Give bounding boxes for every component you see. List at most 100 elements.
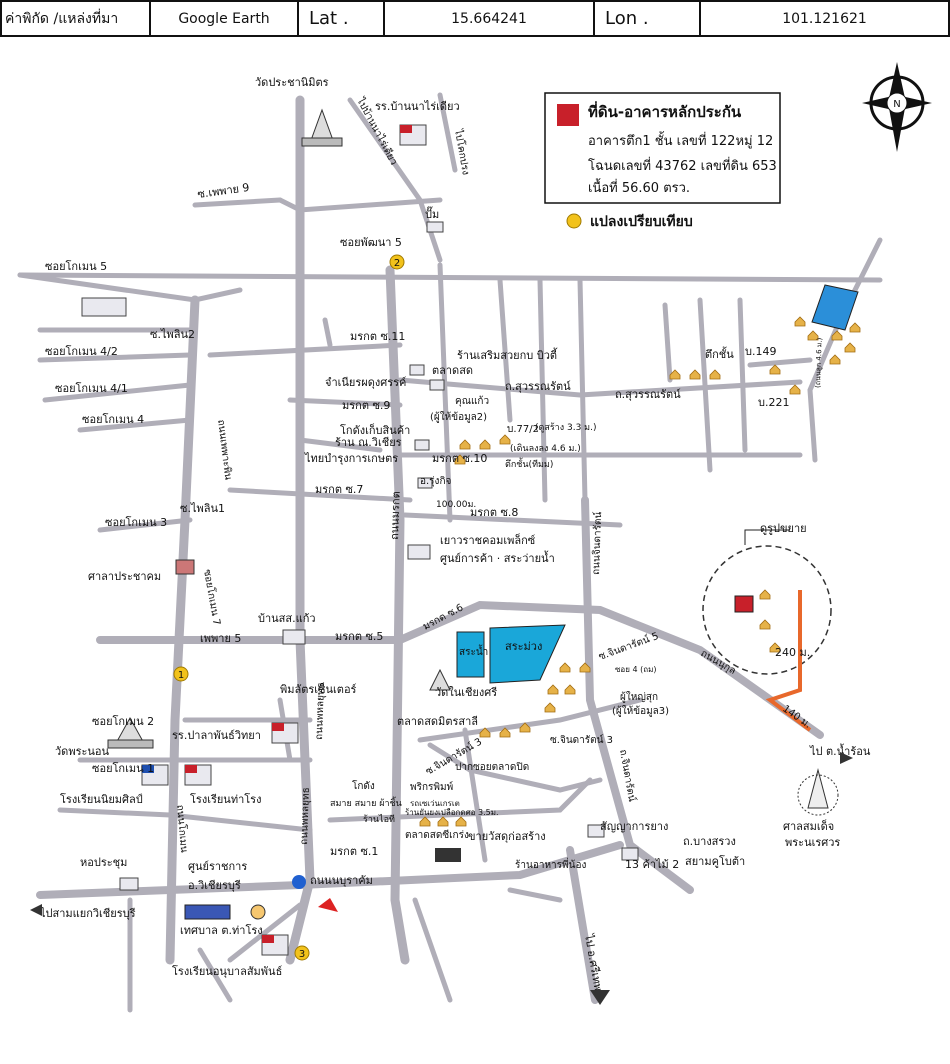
- label-wat-naichiangsri: วัดในเชียงศรี: [435, 686, 497, 699]
- temple-icon-3: [429, 668, 451, 691]
- compass-north-label: N: [893, 99, 900, 110]
- label-morakot9: มรกต ซ.9: [342, 399, 390, 412]
- temple-icon-2: [107, 716, 154, 749]
- label-soi-kokmen7: ซอยโกเมน 7: [201, 568, 224, 626]
- arrow-east-icon: [840, 752, 853, 764]
- label-info2: (ผู้ให้ข้อมูล2): [430, 411, 487, 423]
- house-icon: [282, 629, 306, 645]
- coord-source-label: ค่าพิกัด /แหล่งที่มา: [0, 0, 151, 37]
- coordinate-header: ค่าพิกัด /แหล่งที่มา Google Earth Lat . …: [0, 0, 950, 37]
- arrow-south-icon: [590, 990, 610, 1005]
- label-phetchaburi-rd2: ถนนพหลยุทธ: [299, 787, 312, 845]
- label-phetphai-rd: ถนนเพพาะพิน: [215, 419, 233, 481]
- label-material: ขายวัสดุก่อสร้าง: [468, 830, 546, 843]
- label-enlarged: ดูรูปขยาย: [760, 522, 807, 535]
- bank-icon: [292, 875, 306, 889]
- label-b772: บ.77/2: [507, 424, 539, 435]
- label-soi-kokmen3: ซอยโกเมน 3: [105, 515, 167, 529]
- pond-2: [489, 624, 566, 684]
- shop-icon: [417, 477, 433, 489]
- building-icon-3: [621, 847, 639, 861]
- comparable-swatch: [566, 213, 582, 229]
- label-khunkaew: คุณแก้ว: [455, 395, 489, 407]
- label-morakot5: มรกต ซ.5: [335, 630, 383, 643]
- subject-property-swatch: [557, 104, 579, 126]
- label-market2: ตลาดสดซีเกร่ง: [405, 829, 469, 841]
- label-nonburakham: ถนนนบุราคัม: [310, 874, 373, 887]
- label-sanyaklang: สัญญาการยาง: [600, 820, 668, 833]
- legend-line3: เนื้อที่ 56.60 ตรว.: [588, 178, 690, 196]
- comparable-marker-1: 1: [173, 666, 189, 682]
- pond-1: [456, 631, 485, 678]
- school-icon-3: [141, 764, 169, 786]
- label-morakot-rd: ถนนมรกต: [388, 491, 403, 540]
- label-phimchat: พิมลัตรเซ็นเตอร์: [280, 682, 357, 696]
- school-icon-2: [271, 722, 299, 744]
- school-icon-5: [261, 934, 289, 956]
- bank-icon-2: [250, 904, 266, 920]
- municipality-icon: [184, 904, 231, 920]
- label-dist100: 100.00ม.: [436, 500, 476, 510]
- label-surawan-rd2: ถ.สุวรรณรัตน์: [615, 388, 681, 401]
- market-icon: [429, 379, 445, 391]
- house-cluster: [419, 316, 861, 827]
- label-print: พริกรพิมพ์: [410, 781, 453, 793]
- svg-text:1: 1: [178, 670, 184, 681]
- label-wat-phraephon: วัดพระนอน: [55, 745, 110, 758]
- label-prakob: ปากซอยตลาดปิด: [455, 762, 529, 773]
- label-to-yaek: ไปสามแยกวิเชียรบุรี: [39, 907, 136, 920]
- label-soi-phlin1: ซ.ไพลิน1: [180, 502, 225, 515]
- lat-label: Lat .: [299, 0, 385, 37]
- arrow-west-icon: [30, 904, 42, 916]
- label-shrine: ศาลสมเด็จ: [783, 819, 834, 833]
- lon-value: 101.121621: [701, 0, 950, 37]
- location-map: N ที่ดิน-อาคารหลักประกัน อาคารตึก1 ชั้น …: [17, 62, 932, 1013]
- label-pond2: สระม่วง: [505, 640, 542, 653]
- label-chindarat5: ซ.จินดารัตน์ 5: [597, 630, 660, 663]
- label-school-niyom: โรงเรียนนิยมศิลป์: [60, 792, 143, 806]
- label-tesaban: เทศบาล ต.ท่าโรง: [180, 923, 263, 937]
- label-talat-mongkol: ตลาดสดมิตรสาลี: [397, 715, 478, 728]
- label-rail: รถเซเว่นเกรเต: [410, 799, 460, 808]
- label-north-dist: (ถนนลูก 4.6 ม.): [814, 337, 824, 388]
- material-shop-icon: [435, 848, 461, 862]
- label-morakot8: มรกต ซ.8: [470, 506, 518, 519]
- warehouse-icon: [414, 439, 430, 451]
- label-samai: สมาย สมาย ผ้าชิ้น: [330, 796, 402, 809]
- building-icon: [409, 364, 425, 376]
- label-surawan-rd: ถ.สุวรรณรัตน์: [505, 380, 571, 393]
- road-network: [17, 92, 883, 1013]
- complex-icon: [407, 544, 431, 560]
- label-b149: บ.149: [745, 345, 776, 358]
- label-hall: หอประชุม: [80, 856, 127, 869]
- label-info3: (ผู้ให้ข้อมูล3): [612, 705, 669, 717]
- label-soi-kokmen41: ซอยโกเมน 4/1: [55, 381, 128, 395]
- label-soi-kokmen4: ซอยโกเมน 4: [82, 412, 144, 426]
- label-to-namron: ไป ต.น้ำร้อน: [809, 743, 871, 758]
- label-warehouse: โกดังเก็บสินค้า: [340, 423, 410, 437]
- label-tikchan: ตึกชั้น: [705, 346, 734, 361]
- label-pump: ปั๊ม: [425, 206, 439, 221]
- label-market: ตลาดสด: [432, 364, 473, 377]
- label-m140: 140 ม.: [780, 703, 813, 730]
- label-bangsawang: ถ.บางสรวง: [683, 835, 736, 848]
- label-school-patum: รร.ปาลาพันธ์วิทยา: [172, 729, 261, 742]
- honda-icon: [318, 898, 338, 912]
- label-b221: บ.221: [758, 396, 789, 409]
- label-kokmen-rd: ถนนโกเมน: [174, 804, 191, 853]
- label-thai-bamrung: ไทยบำรุงการเกษตร: [304, 452, 398, 465]
- legend-comparable: แปลงเปรียบเทียบ: [590, 214, 693, 230]
- label-shop-wichian: ร้าน ณ.วิเชียร: [335, 436, 402, 449]
- hall-icon: [119, 877, 139, 891]
- lat-value: 15.664241: [385, 0, 595, 37]
- compass-icon: N: [862, 62, 932, 152]
- subject-property-marker: [734, 595, 754, 613]
- label-wat-prachanimit: วัดประชานิมิตร: [255, 76, 329, 89]
- label-school-thachong: โรงเรียนท่าโรง: [190, 792, 261, 806]
- enlarged-view: [702, 529, 832, 732]
- label-phetchaburi-rd: ถนนพหลยุทธ: [314, 682, 327, 740]
- label-soi-phlin2: ซ.ไพลิน2: [150, 328, 195, 341]
- label-soi-phetphai9: ซ.เพพาย 9: [197, 181, 251, 201]
- source-value: Google Earth: [151, 0, 299, 37]
- hall-house-icon: [175, 559, 195, 575]
